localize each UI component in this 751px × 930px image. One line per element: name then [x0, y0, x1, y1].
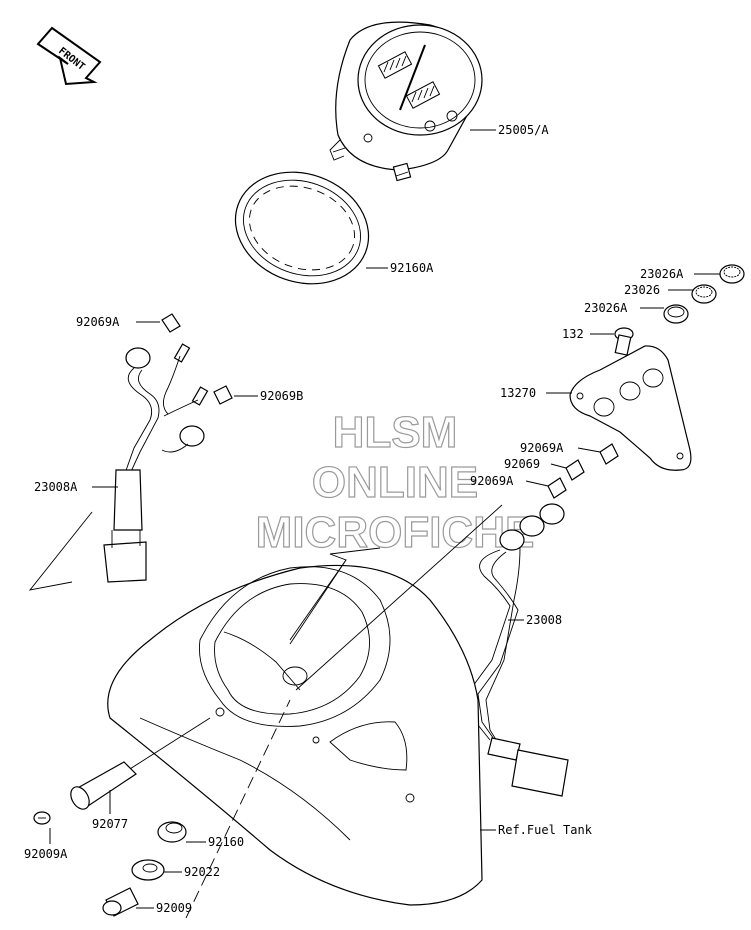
- label-harness-left: 23008A: [34, 480, 78, 494]
- label-socket-upper-left: 92069A: [76, 315, 120, 329]
- meter-assembly: [329, 21, 483, 182]
- label-socket-left-lower: 92069B: [260, 389, 303, 403]
- label-socket-right-1: 92069A: [520, 441, 564, 455]
- label-socket-right-2: 92069: [504, 457, 540, 471]
- bolt-92009: [102, 887, 139, 917]
- right-harness-assembly: [469, 443, 619, 797]
- label-meter-ring: 92160A: [390, 261, 434, 275]
- label-meter-assembly: 25005/A: [498, 123, 549, 137]
- leader-lines: [49, 129, 720, 909]
- washer-92022: [131, 859, 165, 881]
- grommet-92160: [157, 821, 187, 843]
- label-harness-right: 23008: [526, 613, 562, 627]
- watermark-line1: HLSM: [333, 408, 458, 457]
- label-screw: 92009A: [24, 847, 68, 861]
- label-bolt-bottom: 92009: [156, 901, 192, 915]
- label-bulb-cap-mid: 23026: [624, 283, 660, 297]
- label-fuel-tank-ref: Ref.Fuel Tank: [498, 823, 593, 837]
- watermark-line3: MICROFICHE: [256, 508, 535, 557]
- label-bulb-cap-top: 23026A: [640, 267, 684, 281]
- label-grommet-plug: 92077: [92, 817, 128, 831]
- label-bracket: 13270: [500, 386, 536, 400]
- watermark: HLSM ONLINE MICROFICHE: [255, 407, 535, 557]
- screw-92009A: [33, 811, 51, 825]
- bulb-caps: [663, 264, 745, 324]
- label-grommet: 92160: [208, 835, 244, 849]
- fuel-tank-cover: [107, 564, 483, 906]
- label-bulb-cap-low: 23026A: [584, 301, 628, 315]
- bracket: [569, 345, 692, 471]
- bolt-132: [614, 327, 634, 356]
- grommet-plug-92077: [70, 761, 137, 810]
- label-socket-right-3: 92069A: [470, 474, 514, 488]
- label-washer: 92022: [184, 865, 220, 879]
- label-bolt: 132: [562, 327, 584, 341]
- meter-ring: [234, 171, 370, 285]
- watermark-line2: ONLINE: [312, 458, 478, 507]
- left-harness-assembly: [103, 313, 233, 583]
- front-arrow-icon: FRONT: [36, 26, 102, 86]
